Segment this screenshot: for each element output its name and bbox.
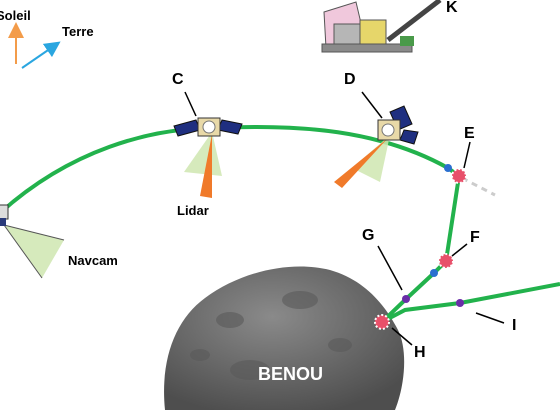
waypoint-e-blue — [444, 164, 452, 172]
point-i-leader — [476, 313, 504, 323]
spacecraft-icon — [0, 205, 8, 226]
burst-icon — [375, 315, 389, 329]
point-k-label: K — [446, 0, 458, 16]
spacecraft-icon — [174, 118, 242, 136]
trajectory-descent — [382, 168, 459, 322]
spacecraft-c — [174, 92, 242, 198]
lidar-cone — [184, 132, 222, 176]
burst-icon — [452, 169, 466, 183]
lidar-label: Lidar — [177, 203, 209, 218]
point-i-label: I — [512, 317, 516, 334]
trajectory-departure — [382, 284, 560, 322]
point-f-leader — [452, 244, 467, 256]
earth-label: Terre — [62, 24, 94, 39]
spacecraft-icon — [378, 106, 418, 144]
asteroid-label: BENOU — [258, 364, 323, 384]
point-g-label: G — [362, 227, 374, 244]
point-c-label: C — [172, 71, 184, 88]
point-e-leader — [464, 142, 470, 168]
navcam-spacecraft — [0, 205, 64, 278]
point-h-label: H — [414, 344, 426, 361]
sun-label: Soleil — [0, 8, 31, 23]
point-f-label: F — [470, 229, 480, 246]
earth-direction-arrow — [22, 46, 54, 68]
dashed-continuation — [462, 178, 495, 195]
navcam-label: Navcam — [68, 253, 118, 268]
asteroid-benou — [164, 266, 404, 410]
point-g-leader — [378, 246, 402, 290]
burst-icon — [439, 254, 453, 268]
waypoint-f-blue — [430, 269, 438, 277]
sample-arm-icon — [322, 0, 440, 52]
d-cone — [352, 135, 390, 182]
waypoint-i — [456, 299, 464, 307]
point-d-label: D — [344, 71, 356, 88]
waypoint-g — [402, 295, 410, 303]
point-e-label: E — [464, 125, 475, 142]
